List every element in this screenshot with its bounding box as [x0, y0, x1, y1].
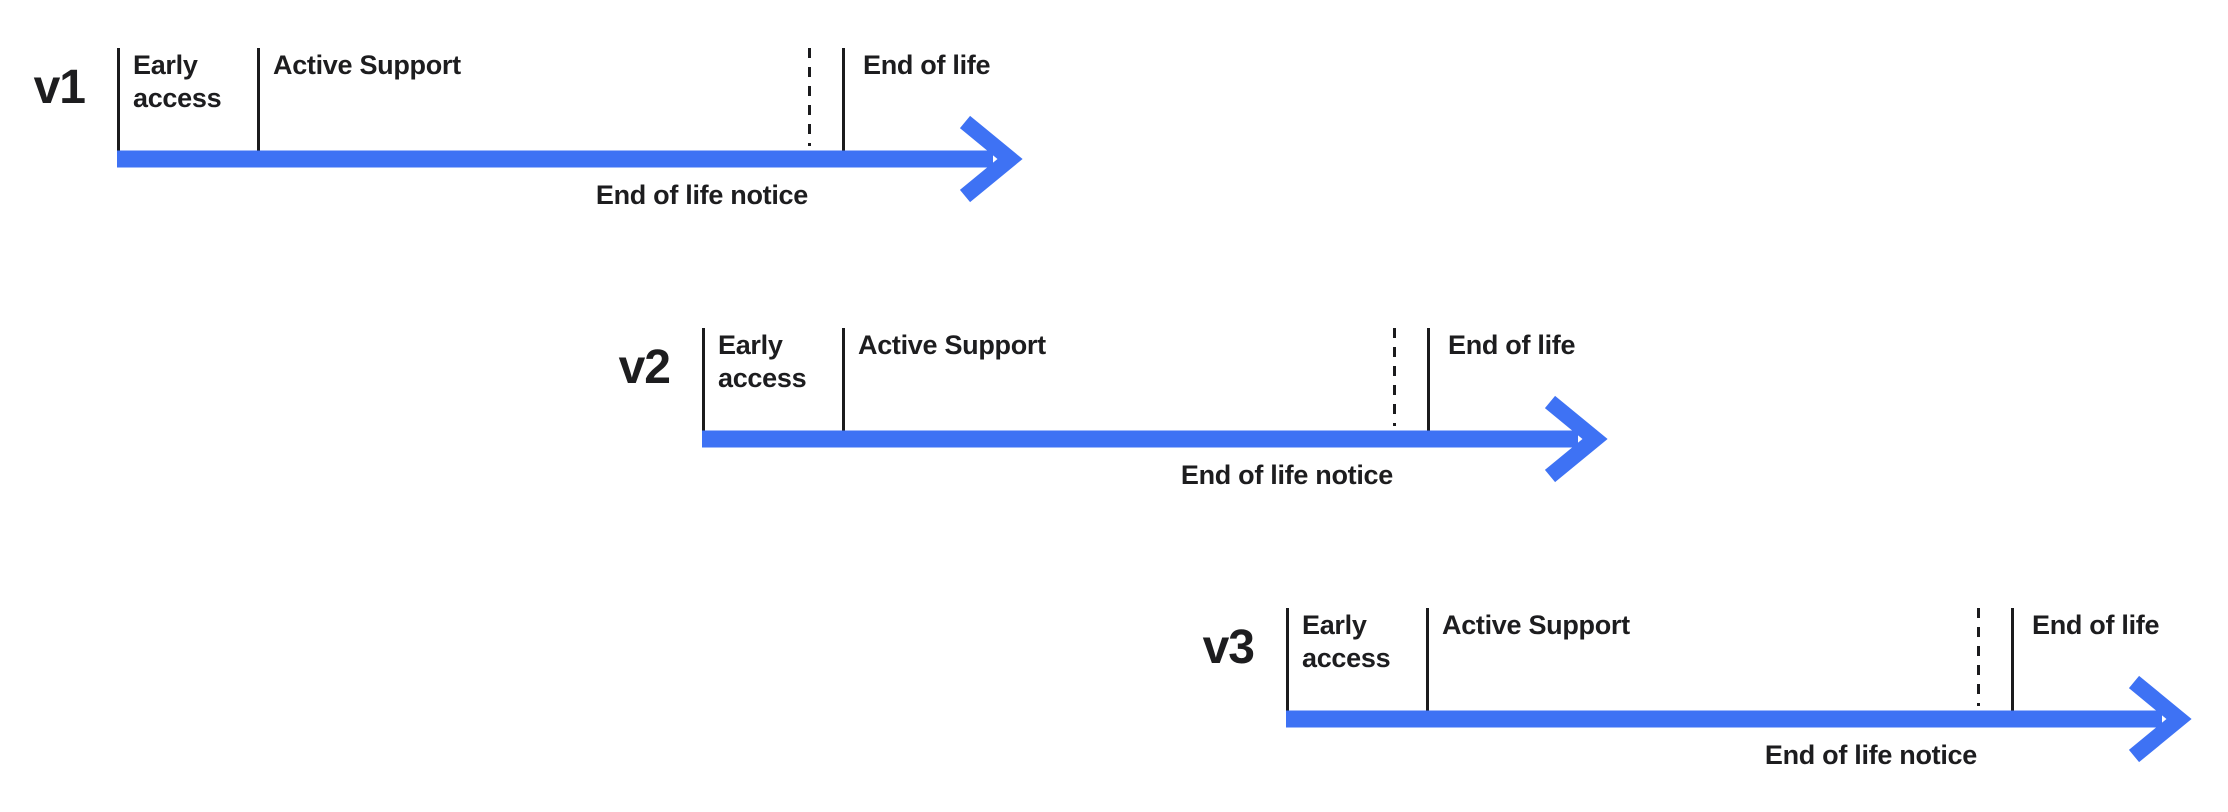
- early-access-label: Early access: [133, 50, 222, 113]
- end-of-life-notice-label: End of life notice: [595, 180, 808, 210]
- end-of-life-notice-dashed-line: [808, 48, 811, 146]
- version-label-v1: v1: [33, 61, 86, 114]
- end-of-life-tick: [1427, 328, 1430, 431]
- early-access-start-tick: [702, 328, 705, 431]
- end-of-life-tick: [842, 48, 845, 151]
- arrow-right-icon: [117, 115, 1023, 203]
- timeline-v1: v1 Early access Active Support End of li…: [34, 48, 1037, 238]
- version-label-v2: v2: [618, 341, 671, 394]
- early-access-start-tick: [117, 48, 120, 151]
- active-support-start-tick: [1426, 608, 1429, 711]
- active-support-start-tick: [842, 328, 845, 431]
- end-of-life-notice-label: End of life notice: [1180, 460, 1393, 490]
- end-of-life-label: End of life: [1448, 330, 1576, 360]
- end-of-life-notice-label: End of life notice: [1764, 740, 1977, 770]
- active-support-start-tick: [257, 48, 260, 151]
- timeline-v3: v3 Early access Active Support End of li…: [1203, 608, 2206, 798]
- end-of-life-notice-dashed-line: [1393, 328, 1396, 426]
- timeline-v2: v2 Early access Active Support End of li…: [619, 328, 1622, 518]
- early-access-label: Early access: [718, 330, 807, 393]
- early-access-start-tick: [1286, 608, 1289, 711]
- early-access-label: Early access: [1302, 610, 1391, 673]
- version-label-v3: v3: [1202, 621, 1255, 674]
- end-of-life-label: End of life: [863, 50, 991, 80]
- active-support-label: Active Support: [273, 50, 461, 80]
- end-of-life-notice-dashed-line: [1977, 608, 1980, 706]
- arrow-right-icon: [1286, 675, 2192, 763]
- arrow-right-icon: [702, 395, 1608, 483]
- end-of-life-label: End of life: [2032, 610, 2160, 640]
- active-support-label: Active Support: [858, 330, 1046, 360]
- end-of-life-tick: [2011, 608, 2014, 711]
- active-support-label: Active Support: [1442, 610, 1630, 640]
